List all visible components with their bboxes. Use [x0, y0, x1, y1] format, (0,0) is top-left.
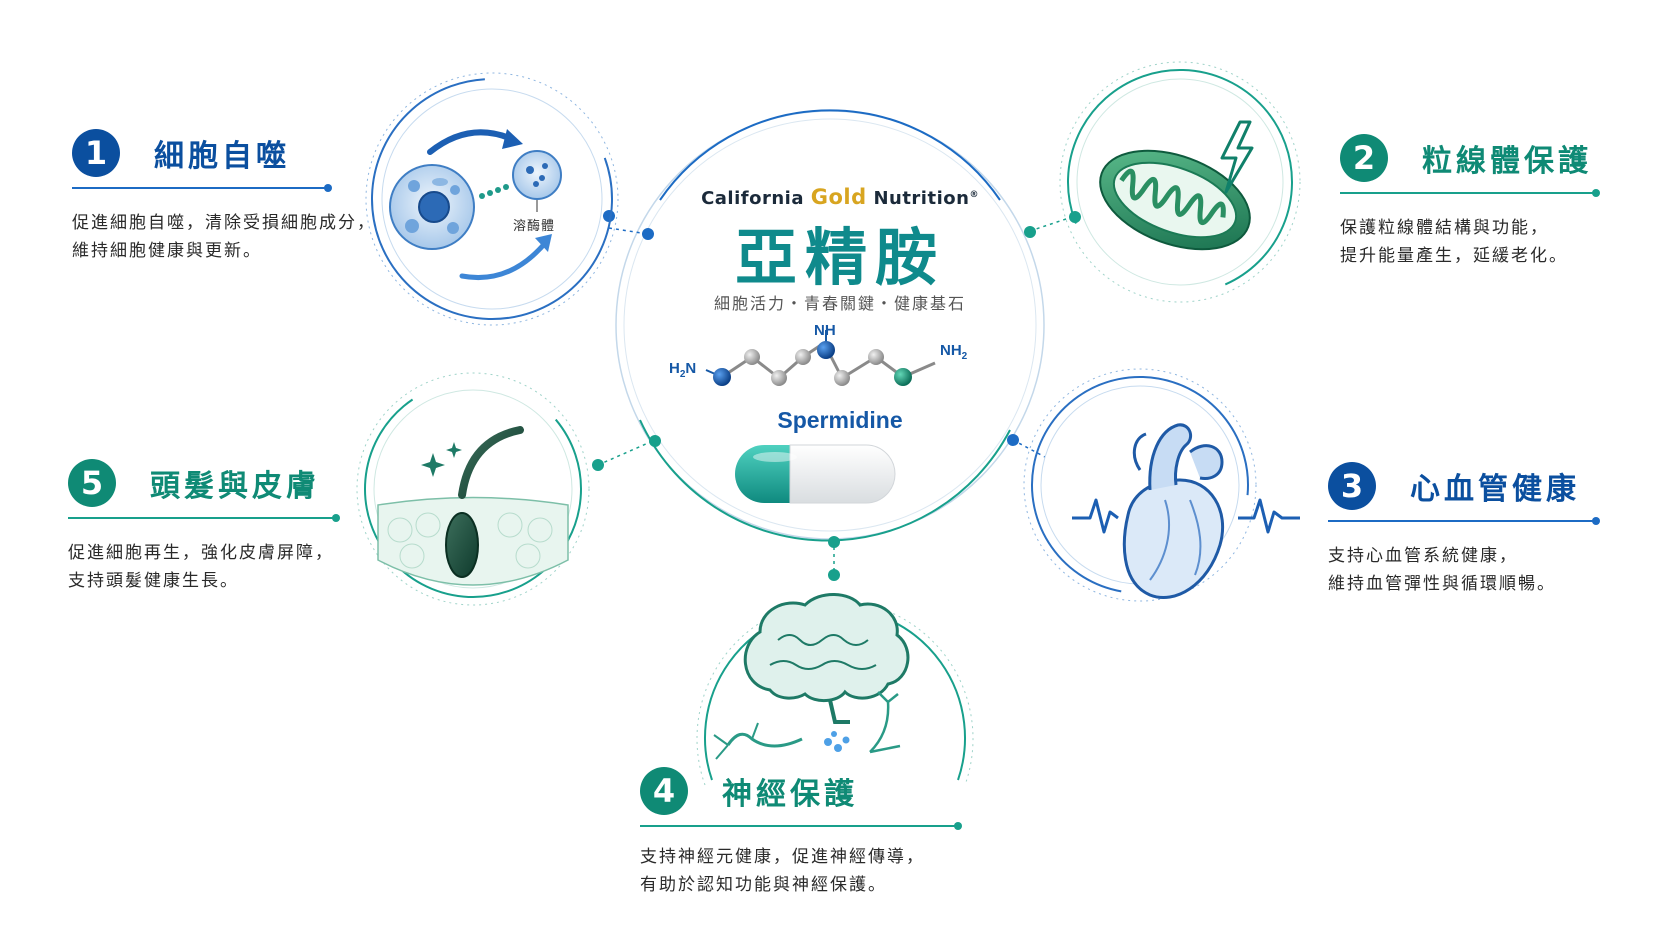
benefit-number-badge: 3 — [1328, 462, 1376, 510]
benefit-divider — [640, 822, 962, 830]
benefit-divider — [1340, 189, 1600, 197]
benefit-5: 5 頭髮與皮膚 促進細胞再生，強化皮膚屏障， 支持頭髮健康生長。 — [68, 455, 340, 595]
benefit-number-badge: 5 — [68, 459, 116, 507]
hair-skin-circle — [356, 372, 590, 606]
molecule-icon — [705, 330, 936, 386]
benefit-4: 4 神經保護 支持神經元健康，促進神經傳導， 有助於認知功能與神經保護。 — [640, 763, 962, 899]
benefit-description: 保護粒線體結構與功能， 提升能量產生，延緩老化。 — [1340, 218, 1568, 266]
connector-dots — [592, 210, 1081, 581]
benefit-3: 3 心血管健康 支持心血管系統健康， 維持血管彈性與循環順暢。 — [1328, 458, 1600, 598]
benefit-title: 細胞自噬 — [154, 139, 290, 174]
benefit-description: 促進細胞再生，強化皮膚屏障， 支持頭髮健康生長。 — [68, 543, 334, 591]
tagline: 細胞活力・青春關鍵・健康基石 — [713, 294, 966, 313]
brain-icon — [713, 593, 910, 760]
cell-autophagy-circle — [365, 72, 619, 326]
benefit-number-badge: 1 — [72, 129, 120, 177]
benefit-divider — [68, 514, 340, 522]
benefit-title: 粒線體保護 — [1422, 144, 1592, 179]
molecule-name: Spermidine — [777, 407, 903, 433]
benefit-number-badge: 4 — [640, 767, 688, 815]
benefit-divider — [1328, 517, 1600, 525]
hair-follicle-icon — [377, 426, 569, 586]
benefit-title: 頭髮與皮膚 — [150, 469, 320, 504]
benefit-number-badge: 2 — [1340, 134, 1388, 182]
lysosome-label: 溶酶體 — [513, 219, 556, 234]
molecule-label-top: NH — [814, 322, 836, 339]
capsule-icon — [735, 444, 896, 504]
main-title: 亞精胺 — [734, 221, 945, 294]
mitochondria-icon — [1099, 120, 1254, 251]
benefit-title: 心血管健康 — [1410, 472, 1580, 507]
benefit-2: 2 粒線體保護 保護粒線體結構與功能， 提升能量產生，延緩老化。 — [1340, 130, 1600, 270]
benefit-description: 支持心血管系統健康， 維持血管彈性與循環順暢。 — [1328, 546, 1556, 594]
benefit-description: 促進細胞自噬，清除受損細胞成分， 維持細胞健康與更新。 — [72, 213, 376, 261]
benefit-1: 1 細胞自噬 促進細胞自噬，清除受損細胞成分， 維持細胞健康與更新。 — [72, 125, 376, 265]
molecule-label-right: NH2 — [940, 342, 968, 362]
benefit-description: 支持神經元健康，促進神經傳導， 有助於認知功能與神經保護。 — [640, 847, 925, 895]
benefit-title: 神經保護 — [722, 777, 858, 812]
cell-autophagy-icon — [389, 129, 562, 281]
molecule-label-left: H2N — [669, 360, 697, 380]
benefit-divider — [72, 184, 332, 192]
heart-icon — [1072, 423, 1300, 600]
brand-logo: California Gold Nutrition® — [701, 185, 979, 209]
